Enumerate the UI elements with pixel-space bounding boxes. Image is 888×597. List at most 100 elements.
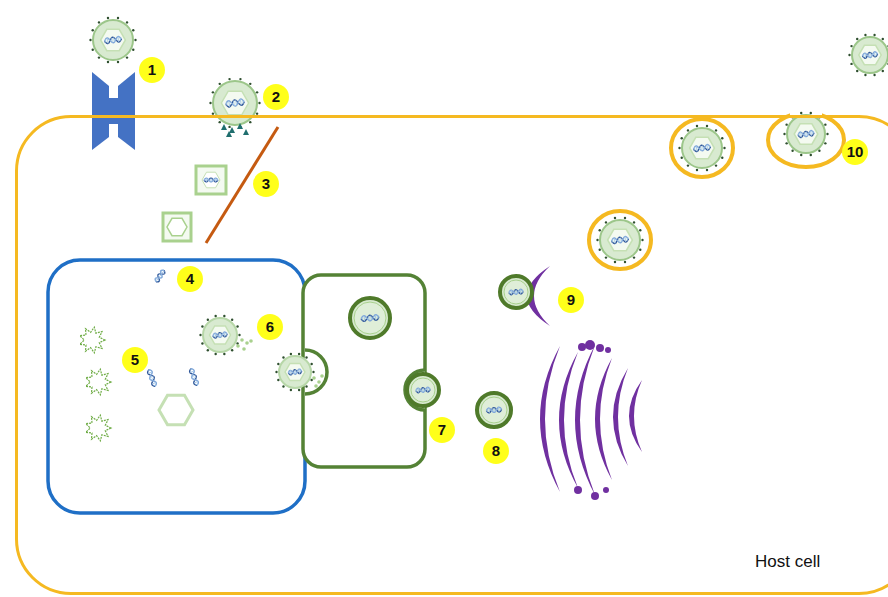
virion-spike (887, 45, 888, 47)
virion-spike (824, 123, 826, 125)
dna-strand (204, 178, 218, 182)
virion-spike (856, 38, 858, 40)
virion-spike (126, 21, 128, 23)
dna-helix (147, 369, 158, 388)
virion-spike (214, 315, 216, 317)
dna-helix (288, 369, 302, 375)
virion-spike (126, 56, 128, 58)
dna-rung (377, 316, 378, 319)
dna-rung (192, 373, 194, 374)
dna-rung (373, 317, 374, 318)
virion-spike (633, 221, 635, 223)
dna-rung (208, 179, 209, 181)
capsid-box (163, 213, 191, 241)
receptor (92, 72, 109, 150)
dna-helix (416, 387, 431, 393)
virion-spike (231, 349, 233, 351)
virion-spike (312, 371, 314, 373)
virion-spike (256, 91, 258, 93)
virion-spike (715, 164, 717, 166)
virion-spike (207, 319, 209, 321)
dna-helix (213, 332, 228, 339)
dna-rung (231, 103, 232, 104)
golgi-cisterna (595, 358, 612, 480)
dna-helix (288, 369, 302, 375)
golgi-vesicle (585, 340, 595, 350)
dna-rung (152, 382, 157, 384)
virion-spike (678, 147, 680, 149)
dna-rung (362, 317, 363, 320)
virion-spike (98, 21, 100, 23)
virion-spike (282, 356, 284, 358)
dna-helix (225, 99, 244, 108)
dna-rung (113, 37, 115, 42)
dna-helix (798, 130, 815, 138)
capsid (690, 137, 715, 158)
dna-rung (491, 409, 492, 411)
virion-spike (810, 112, 812, 114)
dna-rung (627, 237, 628, 240)
callout-number: 5 (122, 347, 148, 373)
dna-rung (213, 334, 214, 337)
callout-number: 1 (139, 57, 165, 83)
callout-number: 3 (253, 171, 279, 197)
dna-rung (705, 147, 706, 148)
dna-rung (224, 332, 226, 337)
virion-body (787, 115, 825, 153)
dna-rung (872, 54, 873, 55)
dna-rung (804, 132, 806, 137)
dna-rung (161, 273, 163, 275)
virion-body (213, 81, 257, 125)
dna-rung (494, 408, 495, 412)
dna-rung (423, 388, 424, 392)
dna-rung (233, 100, 235, 105)
dna-rung (292, 371, 293, 373)
dna-rung (120, 37, 121, 40)
dna-rung (240, 99, 242, 105)
dna-rung (150, 376, 154, 377)
dna-rung (218, 333, 220, 337)
virion-spike (214, 353, 216, 355)
vesicle (500, 276, 532, 308)
vesicle (477, 393, 511, 427)
dna-rung (867, 55, 868, 56)
dna-rung (242, 100, 244, 104)
dna-helix (862, 51, 878, 58)
virion (678, 125, 725, 171)
dna-rung (293, 370, 295, 374)
virion-spike (277, 363, 279, 365)
dna-rung (620, 237, 622, 242)
virion (783, 112, 828, 156)
dna-rung (194, 380, 196, 381)
dna-rung (806, 132, 808, 137)
dna-rung (148, 372, 153, 374)
dna-helix (361, 314, 379, 321)
virion-spike (605, 221, 607, 223)
dna-helix (104, 36, 122, 44)
dna-rung (624, 236, 626, 242)
capsid (285, 363, 305, 380)
dna-helix (154, 269, 166, 283)
callout-number: 10 (842, 139, 868, 165)
virion-spike (882, 70, 884, 72)
dna-rung (425, 389, 426, 391)
vesicle (407, 374, 439, 406)
tegument-dot (317, 380, 321, 384)
released-protein (221, 124, 227, 130)
capsid (167, 218, 187, 235)
dna-rung (217, 334, 218, 336)
capsid (221, 91, 248, 115)
receptor (118, 72, 135, 150)
dna-helix (693, 144, 711, 152)
dna-rung (192, 377, 196, 378)
virion-spike (223, 353, 225, 355)
dna-rung (500, 408, 501, 411)
callout-number: 4 (177, 266, 203, 292)
dna-rung (148, 370, 151, 372)
dna-helix (189, 368, 200, 387)
dna-rung (190, 371, 195, 373)
dna-rung (810, 131, 812, 137)
virion-spike (639, 249, 641, 251)
released-protein (237, 123, 243, 129)
virion-spike (231, 319, 233, 321)
